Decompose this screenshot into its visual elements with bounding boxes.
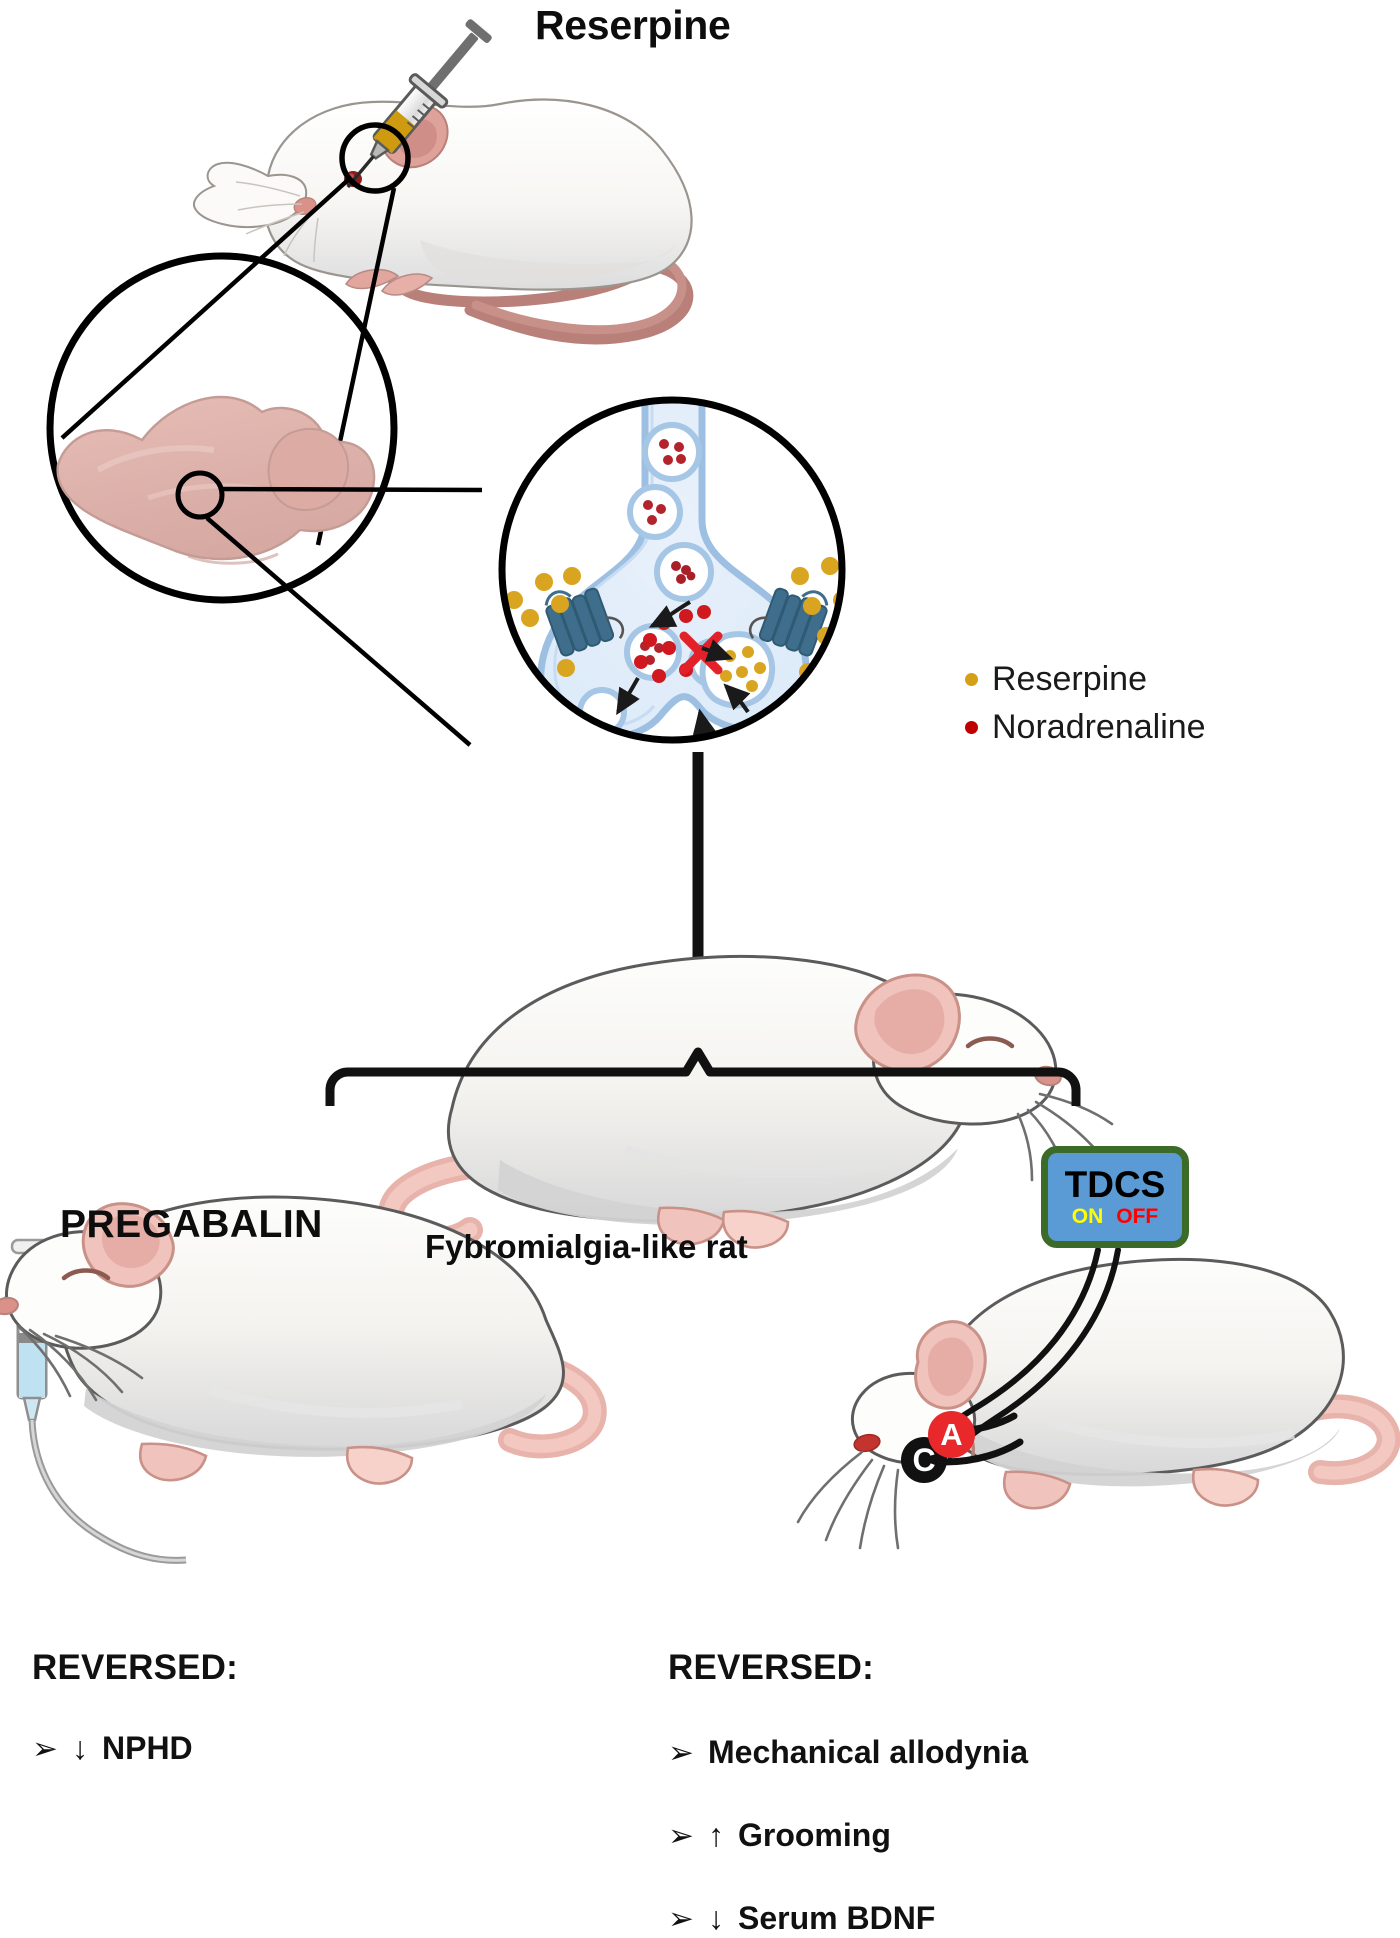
pregabalin-outcomes: REVERSED: ➢ ↓ NPHD — [32, 1648, 238, 1767]
tdcs-outcome-text-2: Serum BDNF — [737, 1900, 936, 1936]
rat-pregabalin-treated — [0, 1195, 607, 1485]
tdcs-device[interactable]: TDCS ON OFF — [1041, 1146, 1189, 1248]
reserpine-dot — [965, 672, 978, 686]
electrode-anode: A — [928, 1411, 975, 1458]
tdcs-on-indicator[interactable]: ON — [1071, 1204, 1104, 1228]
bullet-arrow-icon: ➢ — [668, 1818, 694, 1853]
tdcs-outcomes: REVERSED: ➢ Mechanical allodynia ➢ ↑ Gro… — [668, 1648, 1028, 1937]
brain-site-circle — [175, 470, 225, 520]
synapse-detail — [498, 396, 846, 744]
rat-tdcs-treated — [796, 1257, 1400, 1550]
brain-zoom-circle — [46, 252, 398, 604]
direction-up-icon: ↑ — [707, 1817, 724, 1853]
reserpine-title: Reserpine — [535, 2, 731, 48]
legend-label-noradrenaline: Noradrenaline — [992, 707, 1206, 746]
noradrenaline-dot — [965, 720, 978, 734]
rat-fibromyalgia-model — [378, 954, 1114, 1254]
bullet-arrow-icon: ➢ — [668, 1901, 694, 1936]
tdcs-outcome-item-0: ➢ Mechanical allodynia — [668, 1734, 1028, 1771]
synapse-legend: Reserpine Noradrenaline — [965, 655, 1206, 751]
transporter-left — [544, 587, 625, 657]
legend-row-noradrenaline: Noradrenaline — [965, 703, 1206, 751]
legend-row-reserpine: Reserpine — [965, 655, 1206, 703]
tdcs-device-title: TDCS — [1064, 1163, 1166, 1205]
zoom-circle-head — [339, 122, 411, 194]
pregabalin-outcome-text-0: NPHD — [101, 1730, 193, 1766]
tdcs-off-indicator[interactable]: OFF — [1116, 1204, 1159, 1228]
direction-down-icon: ↓ — [707, 1900, 724, 1936]
tdcs-outcome-text-0: Mechanical allodynia — [707, 1734, 1029, 1770]
fibromyalgia-model-label: Fybromialgia-like rat — [425, 1228, 748, 1265]
bullet-arrow-icon: ➢ — [32, 1731, 58, 1766]
tdcs-state-row: ON OFF — [1072, 1205, 1159, 1229]
rat-reserpine-injected — [193, 98, 694, 345]
pregabalin-label: PREGABALIN — [60, 1203, 323, 1246]
direction-down-icon: ↓ — [71, 1730, 88, 1766]
pregabalin-outcome-item-0: ➢ ↓ NPHD — [32, 1730, 238, 1767]
legend-label-reserpine: Reserpine — [992, 659, 1147, 698]
tdcs-outcomes-heading: REVERSED: — [668, 1648, 875, 1687]
split-bracket — [325, 1047, 1081, 1106]
tdcs-outcome-item-2: ➢ ↓ Serum BDNF — [668, 1900, 1028, 1937]
pregabalin-outcomes-heading: REVERSED: — [32, 1648, 239, 1687]
tdcs-outcome-item-1: ➢ ↑ Grooming — [668, 1817, 1028, 1854]
tdcs-outcome-text-1: Grooming — [737, 1817, 891, 1853]
bullet-arrow-icon: ➢ — [668, 1735, 694, 1770]
